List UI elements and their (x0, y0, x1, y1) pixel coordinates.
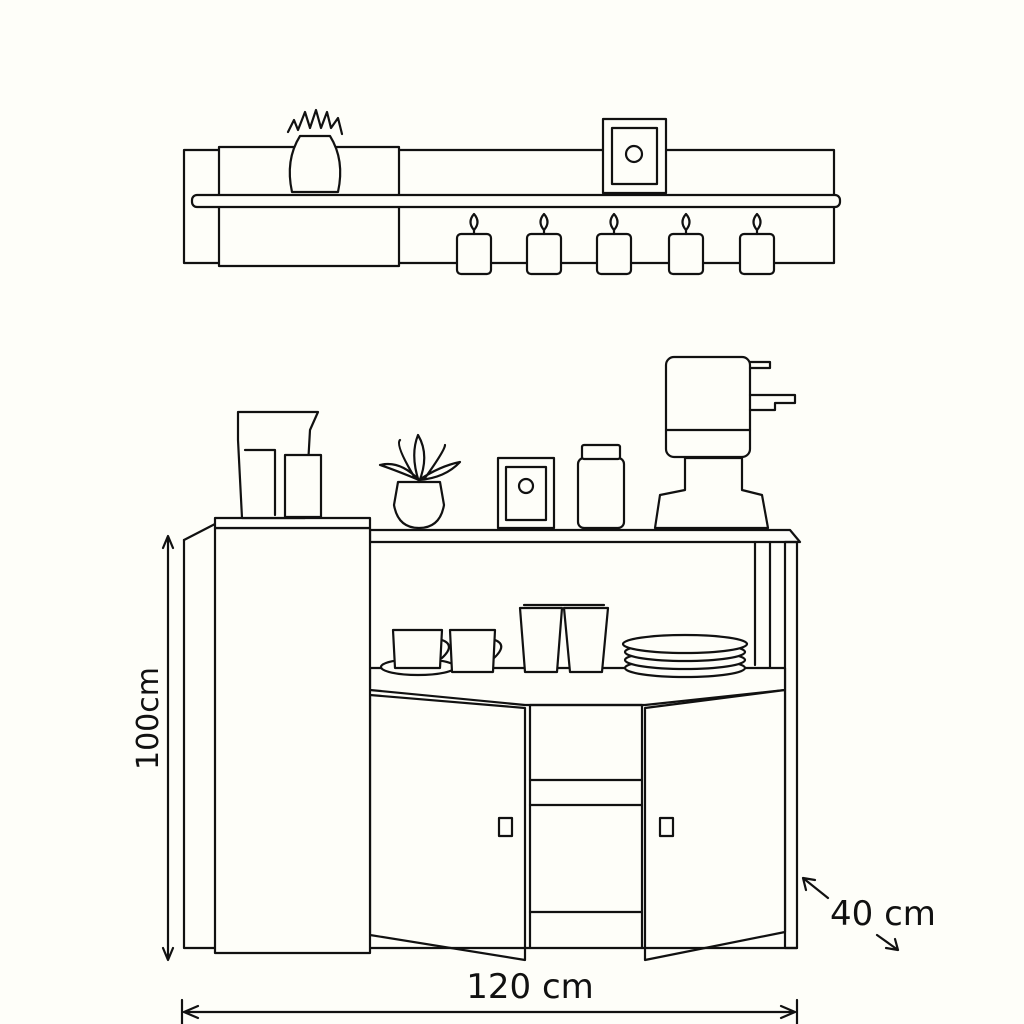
height-dimension: 100cm (131, 534, 175, 962)
pitcher-and-glass (236, 410, 323, 520)
plate-stack (621, 633, 749, 679)
width-dimension: 120 cm (180, 967, 799, 1024)
sideboard (182, 516, 802, 962)
jar (576, 443, 626, 530)
height-label: 100cm (131, 667, 166, 770)
candle (455, 212, 493, 276)
candle (595, 212, 633, 276)
candle (525, 212, 563, 276)
candles (455, 212, 776, 276)
candle (738, 212, 776, 276)
left-door[interactable] (368, 693, 527, 962)
width-label: 120 cm (466, 967, 594, 1007)
right-door[interactable] (643, 688, 787, 962)
wall-shelf (182, 108, 842, 276)
picture-frame (601, 117, 668, 195)
tall-side-door[interactable] (213, 526, 372, 955)
depth-label: 40 cm (830, 894, 936, 934)
picture-frame-small (496, 456, 556, 530)
cups-and-saucers (379, 628, 503, 677)
vase-with-plant (286, 108, 344, 194)
coffee-machine (653, 355, 797, 530)
potted-plant (378, 433, 462, 530)
candle (667, 212, 705, 276)
tumblers (518, 603, 610, 674)
depth-dimension: 40 cm (801, 876, 936, 952)
